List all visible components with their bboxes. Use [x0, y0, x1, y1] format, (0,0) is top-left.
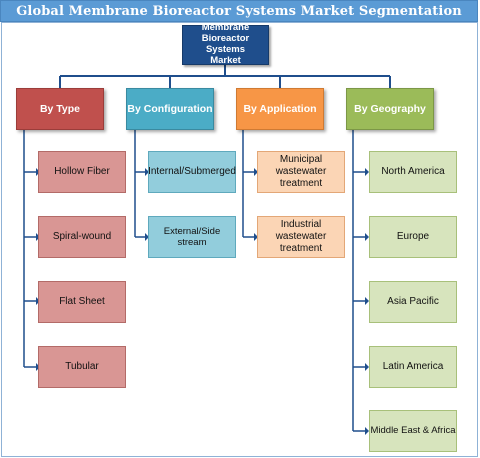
- root-line: Bioreactor Systems: [201, 33, 250, 55]
- leaf-label: Middle East & Africa: [370, 425, 456, 437]
- leaf-label-line: Municipal: [279, 154, 323, 165]
- leaf-industrial-wastewater-treatment: Industrial wastewater treatment: [257, 216, 345, 258]
- leaf-label: North America: [381, 166, 445, 177]
- arrow-geo-1: [365, 168, 369, 176]
- leaf-middle-east-africa: Middle East & Africa: [369, 410, 457, 452]
- leaf-asia-pacific: Asia Pacific: [369, 281, 457, 323]
- leaf-spiral-wound: Spiral-wound: [38, 216, 126, 258]
- arrow-config-2: [145, 233, 149, 241]
- leaf-label: Hollow Fiber: [54, 166, 110, 177]
- category-by-geography: By Geography: [346, 88, 434, 130]
- leaf-europe: Europe: [369, 216, 457, 258]
- leaf-latin-america: Latin America: [369, 346, 457, 388]
- root-line: Membrane: [201, 22, 250, 34]
- arrow-geo-3: [365, 297, 369, 305]
- leaf-external-side-stream: External/Side stream: [148, 216, 236, 258]
- category-by-type: By Type: [16, 88, 104, 130]
- leaf-label: Asia Pacific: [387, 296, 439, 307]
- leaf-hollow-fiber: Hollow Fiber: [38, 151, 126, 193]
- category-by-configuration: By Configuration: [126, 88, 214, 130]
- leaf-flat-sheet: Flat Sheet: [38, 281, 126, 323]
- leaf-label: External/Side stream: [163, 225, 221, 248]
- leaf-north-america: North America: [369, 151, 457, 193]
- arrow-app-2: [254, 233, 258, 241]
- root-line: Market: [210, 54, 241, 66]
- diagram-title: Global Membrane Bioreactor Systems Marke…: [16, 3, 462, 19]
- category-label: By Configuration: [127, 102, 213, 115]
- arrow-config-1: [145, 168, 149, 176]
- arrow-geo-2: [365, 233, 369, 241]
- leaf-label: Internal/Submerged: [148, 166, 236, 177]
- leaf-municipal-wastewater-treatment: Municipal wastewater treatment: [257, 151, 345, 193]
- leaf-label: Spiral-wound: [52, 231, 112, 242]
- arrow-geo-4: [365, 363, 369, 371]
- leaf-label: Latin America: [382, 361, 444, 372]
- leaf-label: Europe: [396, 231, 430, 242]
- leaf-label-line: treatment: [279, 178, 323, 189]
- leaf-label-line: treatment: [279, 243, 323, 254]
- category-by-application: By Application: [236, 88, 324, 130]
- leaf-label-line: wastewater: [275, 231, 327, 242]
- title-bar: Global Membrane Bioreactor Systems Marke…: [0, 0, 478, 22]
- leaf-label-line: Industrial: [280, 219, 322, 230]
- category-label: By Geography: [354, 102, 426, 115]
- leaf-internal-submerged: Internal/Submerged: [148, 151, 236, 193]
- leaf-label-line: wastewater: [275, 166, 327, 177]
- leaf-label: Flat Sheet: [59, 296, 105, 307]
- arrow-app-1: [254, 168, 258, 176]
- category-label: By Application: [243, 102, 317, 115]
- category-label: By Type: [39, 102, 81, 115]
- leaf-tubular: Tubular: [38, 346, 126, 388]
- diagram-frame: [1, 22, 478, 457]
- arrow-geo-5: [365, 427, 369, 435]
- root-node: Membrane Bioreactor Systems Market: [182, 22, 269, 66]
- leaf-label: Tubular: [65, 361, 99, 372]
